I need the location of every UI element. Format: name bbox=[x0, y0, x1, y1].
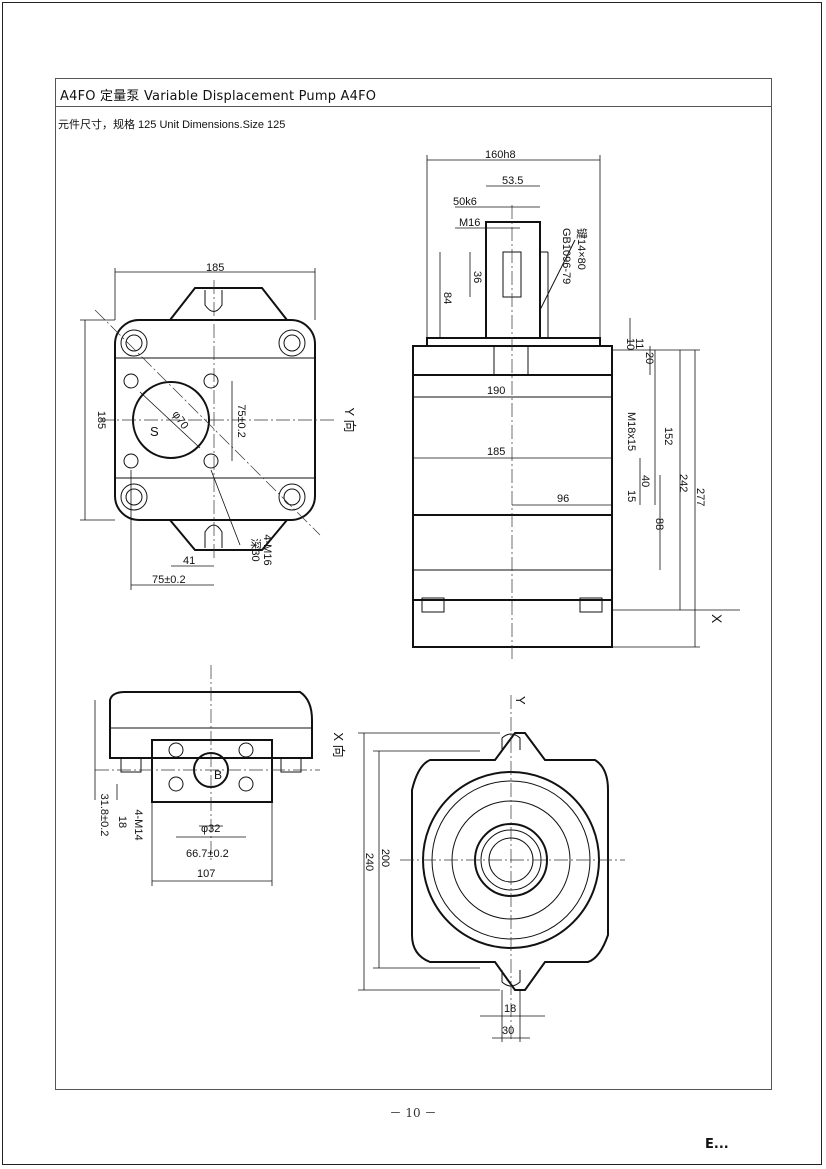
dim-15: 15 bbox=[625, 490, 637, 502]
dim-277: 277 bbox=[694, 488, 706, 506]
corner-bolt bbox=[120, 329, 148, 357]
page-number: － 10 － bbox=[389, 1106, 437, 1120]
thread-callout: 4-M16 bbox=[261, 534, 273, 565]
dim-185: 185 bbox=[487, 446, 505, 458]
view-arrow-x-dir: X 向 bbox=[331, 732, 346, 757]
dim-11: 11 bbox=[633, 338, 645, 349]
dim-190: 190 bbox=[487, 385, 505, 397]
dim-31-8: 31.8±0.2 bbox=[98, 794, 110, 837]
dim-hole-pitch-v: 75±0.2 bbox=[235, 404, 247, 438]
dim-36: 36 bbox=[471, 271, 483, 283]
dim-18-key: 18 bbox=[504, 1003, 516, 1015]
drawing-sheet: A4FO 定量泵 Variable Displacement Pump A4FO bbox=[55, 78, 772, 1090]
dim-offset: 41 bbox=[183, 555, 195, 567]
dim-50k6: 50k6 bbox=[453, 196, 477, 208]
front-view: 185 185 φ70 75±0.2 41 75±0.2 S 4-M16 深30… bbox=[80, 262, 357, 590]
dim-152: 152 bbox=[662, 427, 674, 445]
dim-88: 88 bbox=[653, 518, 665, 530]
dim-107: 107 bbox=[197, 868, 215, 880]
corner-bolt bbox=[278, 329, 306, 357]
thread-depth: 深30 bbox=[249, 538, 262, 561]
key-standard: GB1096-79 bbox=[560, 228, 572, 284]
dim-10: 10 bbox=[624, 338, 636, 350]
view-arrow-y: Y 向 bbox=[342, 407, 357, 432]
corner-mark: E... bbox=[705, 1137, 729, 1152]
dim-20: 20 bbox=[643, 352, 655, 364]
corner-bolt bbox=[278, 483, 306, 511]
dim-66-7: 66.7±0.2 bbox=[186, 848, 229, 860]
dim-240: 240 bbox=[363, 853, 375, 871]
axis-y-label: Y bbox=[513, 696, 528, 705]
port-b-label: B bbox=[214, 768, 222, 782]
dim-front-height: 185 bbox=[95, 411, 107, 429]
dim-160h8: 160h8 bbox=[485, 149, 516, 161]
end-view: Y 240 200 18 30 bbox=[358, 695, 625, 1042]
dim-m18: M18x15 bbox=[625, 412, 637, 451]
dim-84: 84 bbox=[441, 292, 453, 304]
dim-m16: M16 bbox=[459, 217, 480, 229]
dim-front-width: 185 bbox=[206, 262, 224, 274]
dim-242: 242 bbox=[677, 474, 689, 492]
dim-hole-pitch-h: 75±0.2 bbox=[152, 574, 186, 586]
thread-callout-m14: 4-M14 bbox=[132, 809, 144, 840]
dim-phi32: φ32 bbox=[201, 823, 220, 835]
key-callout: 键14×80 bbox=[575, 228, 589, 270]
page-subtitle: 元件尺寸，规格 125 Unit Dimensions.Size 125 bbox=[58, 119, 286, 131]
dim-200: 200 bbox=[379, 849, 391, 867]
port-s-label: S bbox=[150, 424, 159, 439]
dim-30: 30 bbox=[502, 1025, 514, 1037]
side-view: 160h8 53.5 50k6 M16 键14×80 GB1096-79 36 … bbox=[412, 149, 740, 660]
corner-bolt bbox=[120, 483, 148, 511]
dim-40: 40 bbox=[639, 475, 651, 487]
drive-shaft bbox=[485, 221, 541, 339]
dim-18: 18 bbox=[116, 816, 128, 828]
dim-53-5: 53.5 bbox=[502, 175, 523, 187]
dim-96: 96 bbox=[557, 493, 569, 505]
page-title: A4FO 定量泵 Variable Displacement Pump A4FO bbox=[60, 89, 377, 104]
title-bar: A4FO 定量泵 Variable Displacement Pump A4FO bbox=[56, 79, 771, 107]
port-view: 31.8±0.2 18 4-M14 φ32 66.7±0.2 107 B X 向 bbox=[94, 665, 346, 886]
view-arrow-x: X bbox=[709, 614, 725, 624]
